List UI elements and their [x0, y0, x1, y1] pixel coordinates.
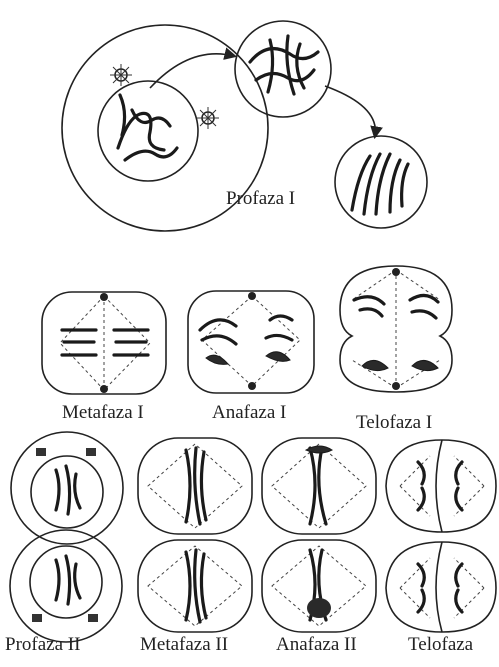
label-metaphase1: Metafaza I: [62, 402, 144, 424]
prophase1-zoom-2: [335, 136, 427, 228]
metaphase2-cell-bottom: [138, 540, 252, 632]
telophase2-cell-top: [386, 440, 496, 532]
prophase2-cell-bottom: [10, 530, 122, 642]
centriole-icon: [110, 64, 132, 86]
label-metaphase2: Metafaza II: [140, 634, 228, 656]
label-prophase1: Profaza I: [226, 188, 295, 210]
telophase1-cell: [340, 266, 452, 392]
label-anaphase1: Anafaza I: [212, 402, 286, 424]
prophase2-cell-top: [11, 432, 123, 544]
arrow-icon: [325, 86, 375, 136]
metaphase2-cell-top: [138, 438, 252, 534]
label-prophase2: Profaza II: [5, 634, 80, 656]
label-anaphase2: Anafaza II: [276, 634, 357, 656]
anaphase1-cell: [188, 291, 314, 393]
anaphase2-cell-bottom: [262, 540, 376, 632]
centriole-icon: [197, 107, 219, 129]
anaphase2-cell-top: [262, 438, 376, 534]
label-telophase2: Telofaza: [408, 634, 473, 656]
metaphase1-cell: [42, 292, 166, 394]
telophase2-cell-bottom: [386, 542, 496, 632]
label-telophase1: Telofaza I: [356, 412, 432, 434]
